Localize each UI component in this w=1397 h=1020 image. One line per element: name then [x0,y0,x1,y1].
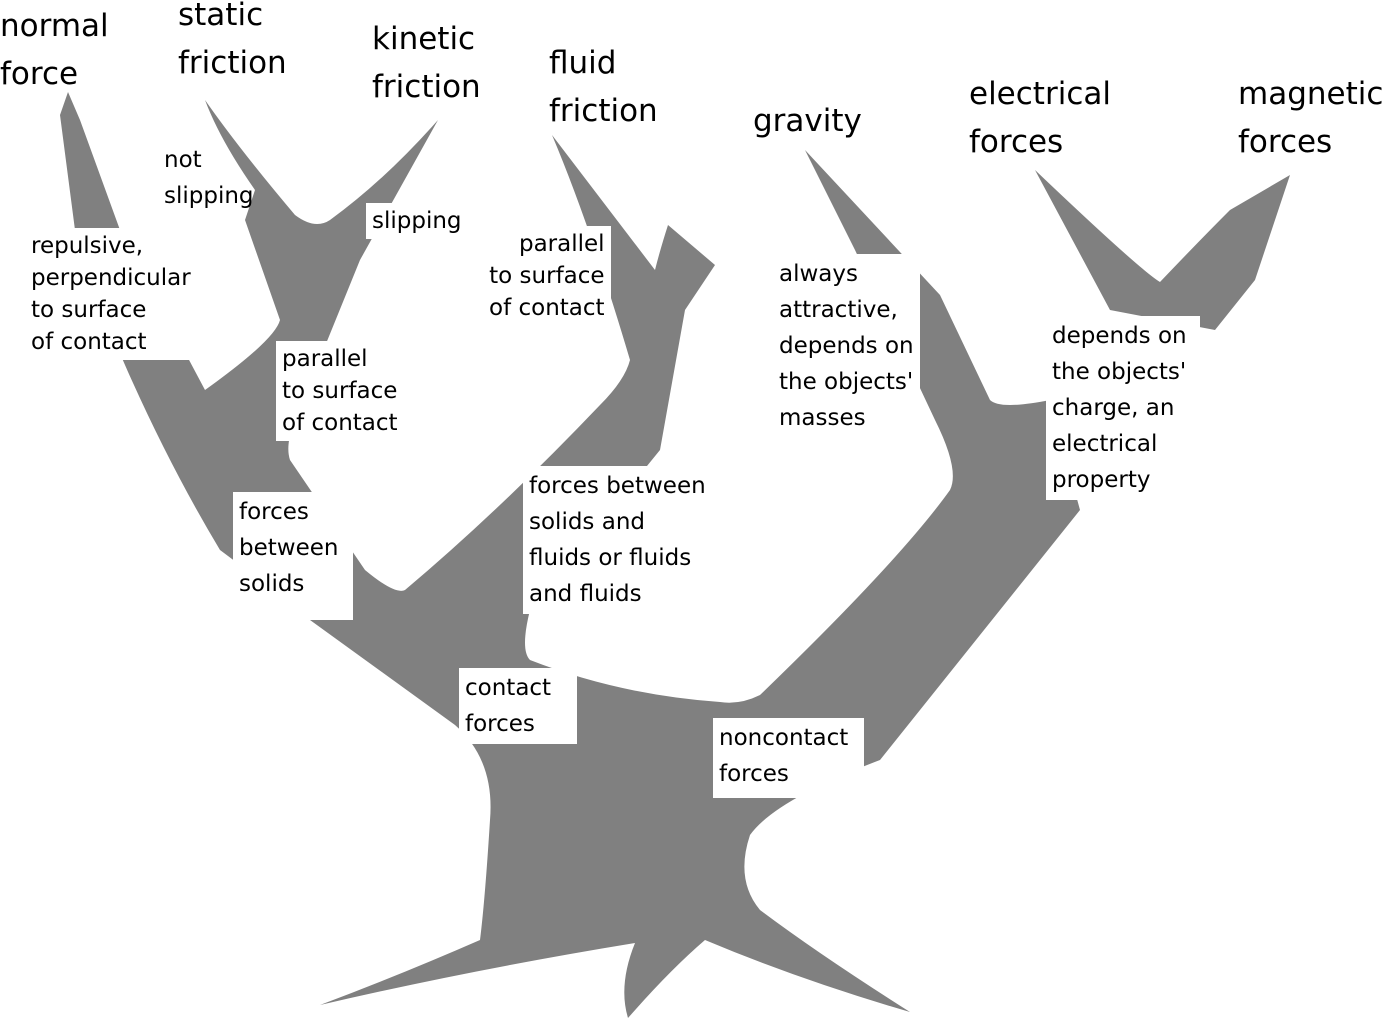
label-parallel-fluid: parallel to surface of contact [483,226,611,326]
label-forces-between-solids: forces between solids [233,492,354,620]
leaf-normal-force: normal force [0,8,109,92]
label-not-slipping: not slipping [164,147,254,209]
label-noncontact-forces: noncontact forces [713,718,865,798]
leaf-kinetic-friction: kinetic friction [372,21,481,105]
label-forces-between-fluids: forces between solids and fluids or flui… [523,466,712,614]
leaf-magnetic-forces: magnetic forces [1238,76,1384,160]
label-contact-forces: contact forces [459,668,578,744]
label-slipping: slipping [366,203,468,239]
label-repulsive: repulsive, perpendicular to surface of c… [25,228,197,360]
label-parallel-solids: parallel to surface of contact [276,341,404,441]
label-always-attractive: always attractive, depends on the object… [773,254,920,438]
leaf-static-friction: static friction [178,0,287,81]
leaf-fluid-friction: fluid friction [549,45,658,129]
tree-branch-noncontact-right [1035,170,1290,330]
leaf-gravity: gravity [753,103,862,139]
leaf-electrical-forces: electrical forces [969,76,1111,160]
label-depends-on-charge: depends on the objects' charge, an elect… [1046,316,1200,500]
